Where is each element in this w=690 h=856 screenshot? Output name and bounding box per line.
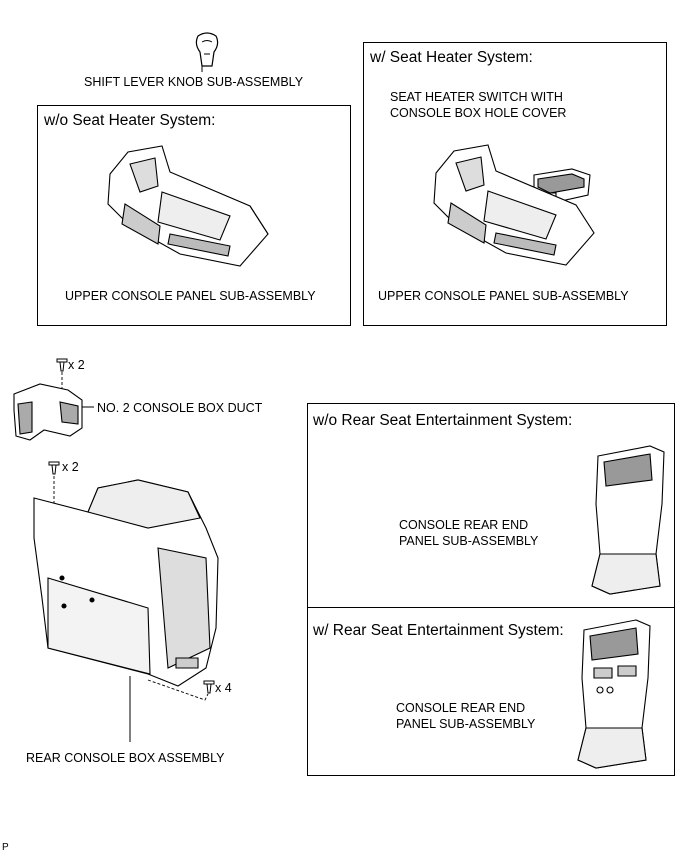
seat-heater-switch-illustration xyxy=(532,165,592,205)
rear-panel-label-w-line2: PANEL SUB-ASSEMBLY xyxy=(396,717,536,731)
footer-marker: P xyxy=(2,842,9,853)
wo-seat-heater-box: w/o Seat Heater System: UPPER CONSOLE PA… xyxy=(37,105,351,326)
rear-end-panel-rse-illustration xyxy=(576,618,656,768)
seat-heater-switch-label: SEAT HEATER SWITCH WITH CONSOLE BOX HOLE… xyxy=(390,89,566,121)
upper-panel-label-wo: UPPER CONSOLE PANEL SUB-ASSEMBLY xyxy=(65,289,316,303)
wo-rse-box: w/o Rear Seat Entertainment System: CONS… xyxy=(307,403,675,608)
seat-heater-switch-label-line2: CONSOLE BOX HOLE COVER xyxy=(390,106,567,120)
rear-box-label: REAR CONSOLE BOX ASSEMBLY xyxy=(26,751,225,765)
w-seat-heater-box: w/ Seat Heater System: SEAT HEATER SWITC… xyxy=(363,42,667,326)
wo-seat-heater-title: w/o Seat Heater System: xyxy=(44,112,216,129)
rear-console-box-illustration xyxy=(28,478,228,688)
rear-panel-label-wo-line2: PANEL SUB-ASSEMBLY xyxy=(399,534,539,548)
upper-console-panel-illustration-w xyxy=(426,143,596,268)
box-screw-count-top: x 2 xyxy=(62,460,79,474)
box-screw-count-bottom: x 4 xyxy=(215,681,232,695)
rear-panel-label-w-line1: CONSOLE REAR END xyxy=(396,701,526,715)
w-rse-box: w/ Rear Seat Entertainment System: CONSO… xyxy=(307,607,675,776)
screw-icon xyxy=(47,459,61,475)
screw-icon xyxy=(55,356,69,372)
upper-panel-label-w: UPPER CONSOLE PANEL SUB-ASSEMBLY xyxy=(378,289,629,303)
console-box-duct-illustration xyxy=(10,380,84,442)
rear-end-panel-illustration xyxy=(590,444,670,594)
wo-rse-title: w/o Rear Seat Entertainment System: xyxy=(313,412,573,429)
duct-screw-count: x 2 xyxy=(68,358,85,372)
w-seat-heater-title: w/ Seat Heater System: xyxy=(370,49,533,66)
rear-panel-label-wo: CONSOLE REAR END PANEL SUB-ASSEMBLY xyxy=(399,517,538,549)
shift-knob-label: SHIFT LEVER KNOB SUB-ASSEMBLY xyxy=(84,75,304,89)
screw-icon xyxy=(202,678,216,694)
seat-heater-switch-label-line1: SEAT HEATER SWITCH WITH xyxy=(390,90,563,104)
rear-panel-label-wo-line1: CONSOLE REAR END xyxy=(399,518,529,532)
duct-label: NO. 2 CONSOLE BOX DUCT xyxy=(97,401,263,415)
w-rse-title: w/ Rear Seat Entertainment System: xyxy=(313,622,564,639)
rear-panel-label-w: CONSOLE REAR END PANEL SUB-ASSEMBLY xyxy=(396,700,535,732)
shift-knob-illustration xyxy=(192,32,222,68)
upper-console-panel-illustration xyxy=(100,144,270,269)
